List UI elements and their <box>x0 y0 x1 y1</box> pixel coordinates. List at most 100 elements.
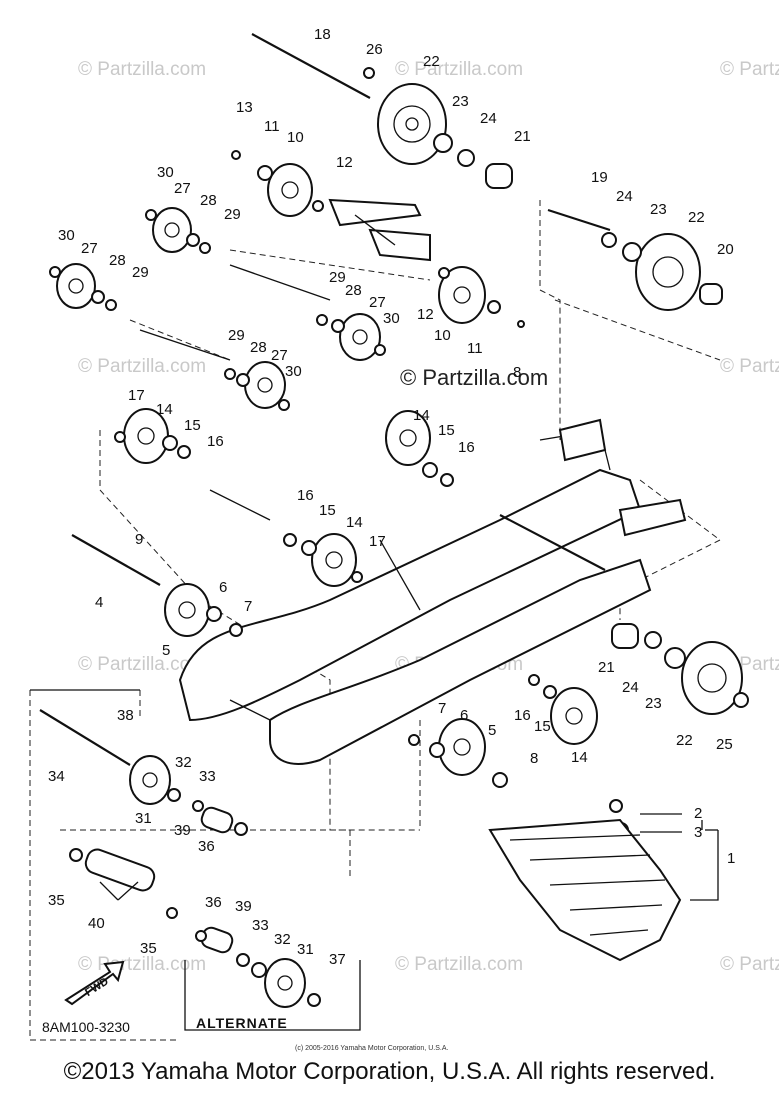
callout-27c: 27 <box>369 294 386 311</box>
callout-40: 40 <box>88 915 105 932</box>
leader-lines <box>30 689 719 1031</box>
callout-14d: 14 <box>571 749 588 766</box>
callout-23b: 23 <box>650 201 667 218</box>
callout-33: 33 <box>199 768 216 785</box>
small-copyright: (c) 2005-2016 Yamaha Motor Corporation, … <box>295 1045 448 1052</box>
callout-12b: 12 <box>417 306 434 323</box>
track-segment <box>488 818 682 962</box>
callout-27: 27 <box>174 180 191 197</box>
watermark: © Partzilla.com <box>720 954 779 975</box>
alternate-label: ALTERNATE <box>196 1015 288 1031</box>
callout-35b: 35 <box>140 940 157 957</box>
diagram-code: 8AM100-3230 <box>42 1019 130 1035</box>
callout-35: 35 <box>48 892 65 909</box>
callout-28: 28 <box>200 192 217 209</box>
small-parts <box>49 67 749 1007</box>
callout-36: 36 <box>198 838 215 855</box>
callout-22b: 22 <box>688 209 705 226</box>
callout-24b: 24 <box>616 188 633 205</box>
callout-30c: 30 <box>383 310 400 327</box>
callout-15d: 15 <box>534 718 551 735</box>
callout-19: 19 <box>591 169 608 186</box>
callout-16d: 16 <box>514 707 531 724</box>
callout-39b: 39 <box>235 898 252 915</box>
callout-10: 10 <box>287 129 304 146</box>
callout-22c: 22 <box>676 732 693 749</box>
watermark-center: © Partzilla.com <box>400 365 548 390</box>
watermark: © Partzilla.com <box>78 654 206 675</box>
callout-32: 32 <box>175 754 192 771</box>
callout-18: 18 <box>314 26 331 43</box>
callout-8: 8 <box>530 750 538 767</box>
callout-17b: 17 <box>369 533 386 550</box>
callout-5b: 5 <box>488 722 496 739</box>
callout-27d: 27 <box>271 347 288 364</box>
callout-29b: 29 <box>132 264 149 281</box>
callout-11b: 11 <box>467 340 483 357</box>
callout-24: 24 <box>480 110 497 127</box>
callout-26: 26 <box>366 41 383 58</box>
callout-15c: 15 <box>319 502 336 519</box>
callout-32b: 32 <box>274 931 291 948</box>
callout-39: 39 <box>174 822 191 839</box>
watermark: © Partzilla.com <box>78 59 206 80</box>
callout-7b: 7 <box>438 700 446 717</box>
callout-1: 1 <box>727 850 735 867</box>
callout-36b: 36 <box>205 894 222 911</box>
shafts <box>39 33 723 954</box>
callout-21: 21 <box>514 128 531 145</box>
wheels <box>56 83 743 1008</box>
callout-6b: 6 <box>460 707 468 724</box>
callout-14: 14 <box>156 401 173 418</box>
copyright-notice: ©2013 Yamaha Motor Corporation, U.S.A. A… <box>63 1058 716 1085</box>
callout-14c: 14 <box>346 514 363 531</box>
callout-9: 9 <box>135 531 143 548</box>
callout-29d: 29 <box>228 327 245 344</box>
callout-13: 13 <box>236 99 253 116</box>
callout-15: 15 <box>184 417 201 434</box>
watermark: © Partzilla.com <box>78 954 206 975</box>
watermark: © Partzilla.com <box>720 356 779 377</box>
callout-38: 38 <box>117 707 134 724</box>
watermark: © Partzilla.com <box>395 954 523 975</box>
callout-28d: 28 <box>250 339 267 356</box>
callout-28c: 28 <box>345 282 362 299</box>
callout-16b: 16 <box>458 439 475 456</box>
callout-11: 11 <box>264 118 280 135</box>
callout-14b: 14 <box>413 407 430 424</box>
watermark: © Partzilla.com <box>395 59 523 80</box>
callout-33b: 33 <box>252 917 269 934</box>
callout-20: 20 <box>717 241 734 258</box>
callout-37: 37 <box>329 951 346 968</box>
callout-24c: 24 <box>622 679 639 696</box>
callout-numbers: 1 2 3 4 5 5 6 6 7 7 8 8 9 10 10 11 11 12… <box>48 26 735 968</box>
watermark: © Partzilla.com <box>720 59 779 80</box>
callout-16c: 16 <box>297 487 314 504</box>
callout-29c: 29 <box>329 269 346 286</box>
callout-29: 29 <box>224 206 241 223</box>
callout-4: 4 <box>95 594 103 611</box>
callout-15b: 15 <box>438 422 455 439</box>
callout-22: 22 <box>423 53 440 70</box>
watermark: © Partzilla.com <box>78 356 206 377</box>
callout-34: 34 <box>48 768 65 785</box>
callout-30b: 30 <box>58 227 75 244</box>
callout-12: 12 <box>336 154 353 171</box>
callout-28b: 28 <box>109 252 126 269</box>
callout-16: 16 <box>207 433 224 450</box>
callout-31: 31 <box>135 810 152 827</box>
callout-5: 5 <box>162 642 170 659</box>
callout-23: 23 <box>452 93 469 110</box>
callout-3: 3 <box>694 824 702 841</box>
callout-6: 6 <box>219 579 227 596</box>
callout-27b: 27 <box>81 240 98 257</box>
callout-31b: 31 <box>297 941 314 958</box>
callout-8b: 8 <box>513 364 521 381</box>
callout-23c: 23 <box>645 695 662 712</box>
callout-7: 7 <box>244 598 252 615</box>
callout-25: 25 <box>716 736 733 753</box>
callout-2: 2 <box>694 805 702 822</box>
callout-30d: 30 <box>285 363 302 380</box>
callout-21b: 21 <box>598 659 615 676</box>
